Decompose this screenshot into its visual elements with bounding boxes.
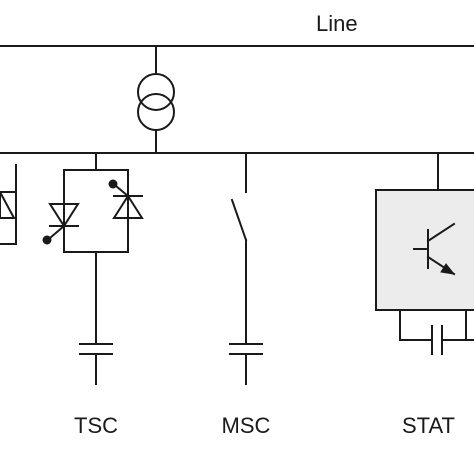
dc-capacitor [431, 325, 443, 355]
partial-left-branch [0, 164, 17, 245]
statcom-branch: STAT [375, 152, 474, 438]
tsc-label: TSC [74, 413, 118, 438]
tsc-capacitor [79, 343, 113, 355]
line-label: Line [316, 11, 358, 36]
thyristor-left [42, 203, 80, 245]
msc-branch: MSC [222, 152, 271, 438]
thyristor-right [108, 179, 144, 219]
msc-label: MSC [222, 413, 271, 438]
tsc-branch: TSC [42, 152, 144, 438]
igbt-transistor [413, 222, 456, 276]
msc-capacitor [229, 343, 263, 355]
transformer-symbol [137, 45, 175, 154]
stat-label: STAT [402, 413, 455, 438]
mechanical-switch [230, 198, 248, 242]
